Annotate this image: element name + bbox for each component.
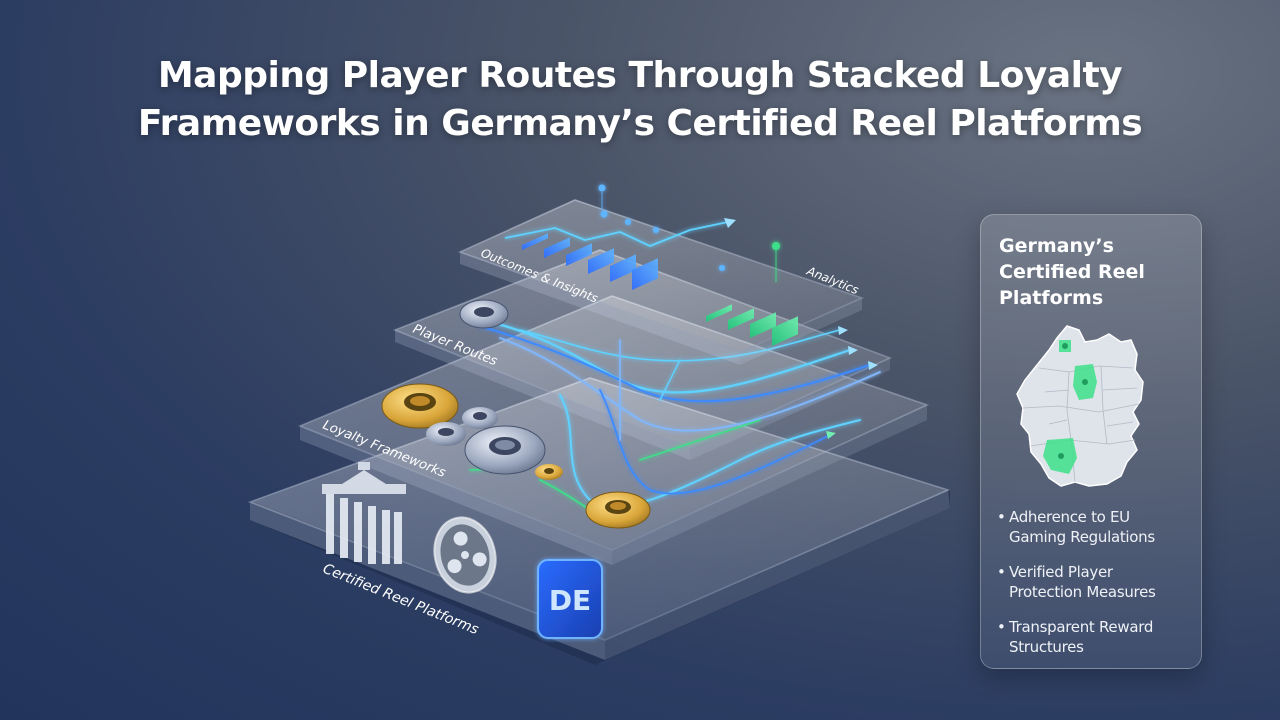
route-arrow-icons	[826, 326, 878, 439]
layer-analytics: Outcomes & Insights Analytics	[457, 184, 865, 365]
bar-mark	[566, 243, 592, 266]
bullet-item: Adherence to EU Gaming Regulations	[997, 507, 1197, 547]
bar-mark	[544, 237, 570, 258]
location-pin-icon	[1058, 453, 1064, 459]
layer-player-routes: Player Routes	[392, 249, 893, 460]
location-pin-icon	[600, 210, 608, 218]
analytics-bar-chart-green	[706, 304, 798, 346]
bar-mark	[522, 233, 548, 250]
gear-icon	[535, 464, 563, 480]
location-pin-icon	[719, 265, 725, 271]
location-pin-icons	[598, 184, 780, 282]
side-panel-certified-platforms: Germany’s Certified Reel Platforms Adher…	[980, 214, 1202, 669]
bar-mark	[588, 248, 614, 274]
gear-icon	[459, 299, 509, 329]
bar-mark	[750, 312, 776, 338]
side-panel-title: Germany’s Certified Reel Platforms	[999, 233, 1189, 311]
bar-mark	[632, 258, 658, 290]
arrow-icon	[724, 218, 736, 228]
gear-icon	[464, 425, 546, 475]
trend-line	[504, 221, 729, 247]
germany-map	[1016, 325, 1144, 487]
side-title-line-2: Certified Reel	[999, 261, 1145, 283]
bar-mark	[610, 254, 636, 282]
gear-icon	[381, 383, 459, 429]
de-badge: DE	[537, 559, 603, 639]
arrow-icon	[838, 326, 848, 335]
side-title-line-1: Germany’s	[999, 235, 1114, 257]
gear-icon	[426, 422, 466, 446]
analytics-bar-chart-blue	[522, 233, 658, 290]
location-pin-icon	[772, 242, 780, 250]
page-title: Mapping Player Routes Through Stacked Lo…	[0, 52, 1280, 148]
title-line-1: Mapping Player Routes Through Stacked Lo…	[157, 55, 1123, 96]
location-pin-icon	[653, 227, 659, 233]
bar-mark	[706, 304, 732, 322]
bar-mark	[728, 308, 754, 330]
bar-mark	[772, 316, 798, 346]
germany-map-outline	[1016, 325, 1144, 487]
arrow-icon	[848, 346, 858, 355]
gear-icon	[585, 491, 651, 529]
film-reel-icon	[433, 516, 497, 594]
brandenburg-gate-icon	[322, 462, 406, 564]
location-pin-icon	[1082, 379, 1088, 385]
side-title-line-3: Platforms	[999, 287, 1104, 309]
location-pin-icon	[598, 184, 606, 192]
location-pin-icon	[625, 219, 631, 225]
gear-icons	[381, 299, 651, 529]
location-pin-icon	[1062, 343, 1068, 349]
title-line-2: Frameworks in Germany’s Certified Reel P…	[137, 103, 1143, 144]
arrow-icon	[826, 431, 836, 439]
side-panel-bullets: Adherence to EU Gaming Regulations Verif…	[997, 507, 1197, 672]
bullet-item: Transparent Reward Structures	[997, 617, 1197, 657]
bullet-item: Verified Player Protection Measures	[997, 562, 1197, 602]
arrow-icon	[868, 361, 878, 370]
gear-icon	[462, 407, 498, 429]
de-badge-text: DE	[549, 584, 591, 617]
